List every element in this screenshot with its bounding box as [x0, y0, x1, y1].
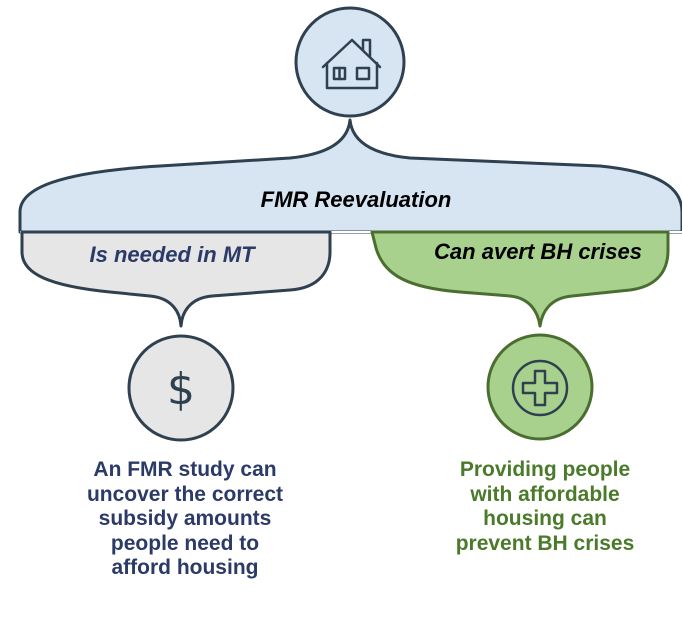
right-caption-line: with affordable [470, 482, 620, 506]
medical-cross-icon [486, 333, 594, 441]
dollar-icon: $ [127, 334, 235, 442]
right-caption-line: prevent BH crises [455, 531, 635, 555]
right-caption-line: housing can [483, 507, 607, 530]
left-caption-line: subsidy amounts [98, 507, 272, 530]
left-caption-line: people need to [110, 531, 260, 555]
left-caption-line: uncover the correct [86, 482, 284, 506]
left-caption-line: An FMR study can [93, 458, 277, 481]
right-caption-line: Providing people [459, 458, 631, 481]
main-brace-label: FMR Reevaluation [261, 187, 452, 212]
main-brace [18, 118, 682, 234]
right-caption: Providing people with affordable housing… [400, 458, 682, 556]
left-brace-label: Is needed in MT [89, 242, 256, 267]
house-icon [294, 6, 406, 118]
left-caption-line: afford housing [111, 556, 259, 579]
left-caption: An FMR study can uncover the correct sub… [40, 458, 330, 581]
right-brace [370, 230, 670, 328]
right-brace-label: Can avert BH crises [434, 239, 642, 264]
dollar-glyph: $ [167, 364, 195, 415]
left-brace [20, 230, 332, 328]
